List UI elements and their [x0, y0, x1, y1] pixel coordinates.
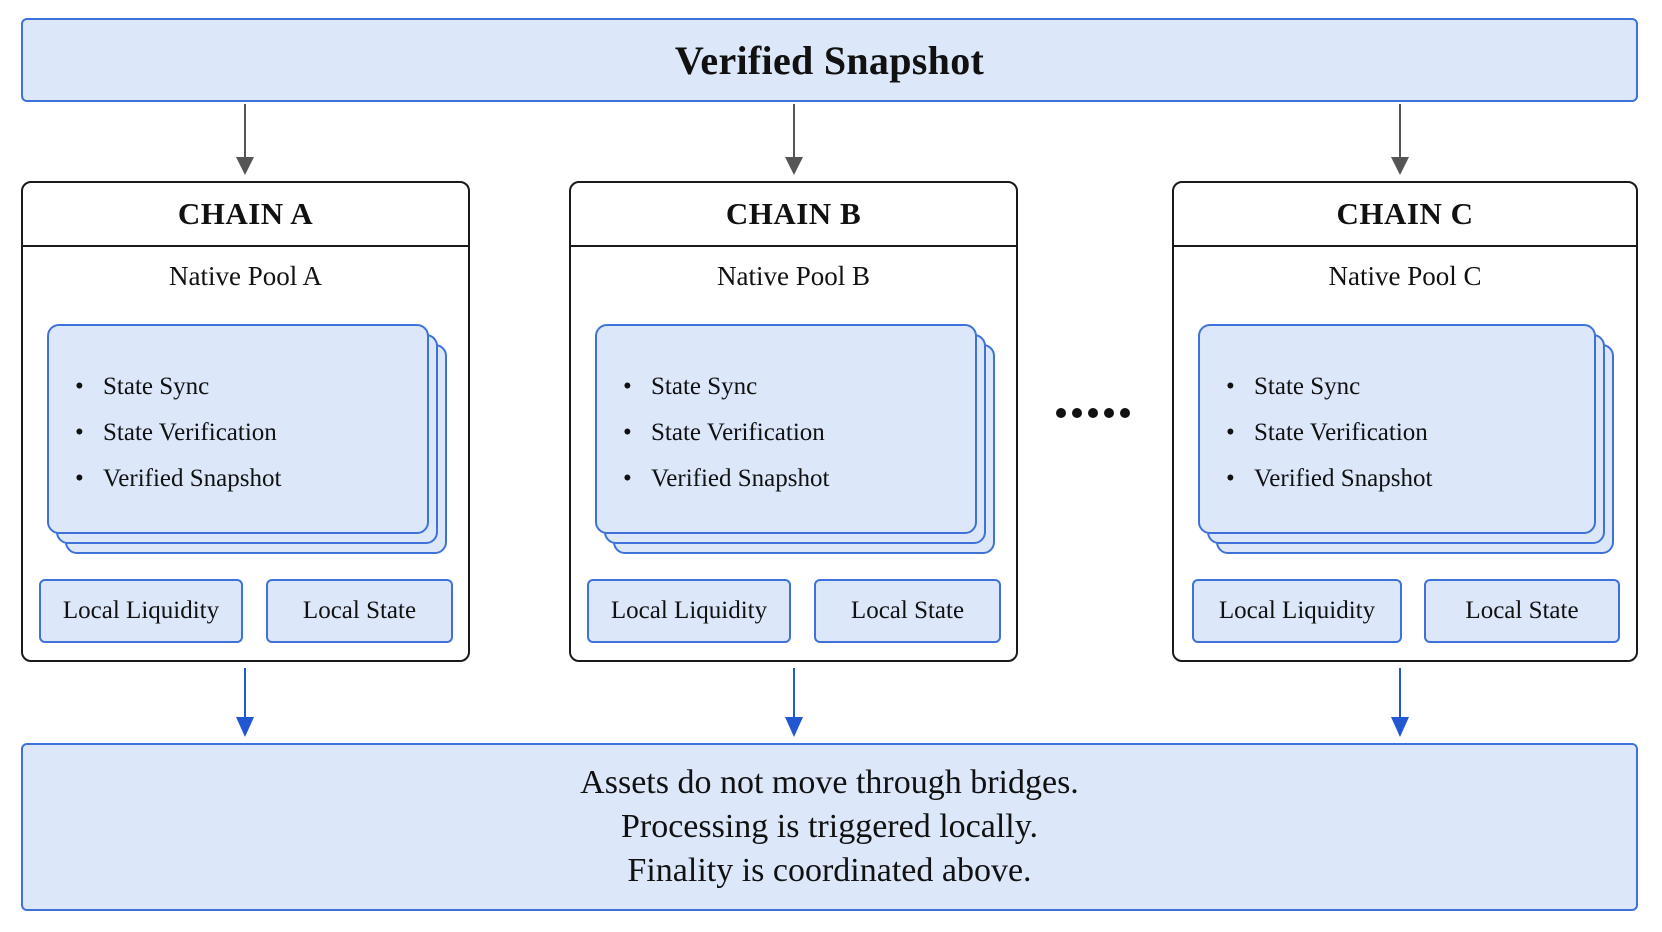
- chain-a-process-stack: •State Sync •State Verification •Verifie…: [47, 324, 447, 560]
- chain-b-local-state: Local State: [814, 579, 1001, 643]
- chain-c-process-stack: •State Sync •State Verification •Verifie…: [1198, 324, 1618, 560]
- arrow-from-chain-b: [784, 668, 804, 737]
- chain-b-bullet-list: •State Sync •State Verification •Verifie…: [623, 364, 829, 502]
- bottom-banner-line: Assets do not move through bridges.: [580, 764, 1079, 801]
- bullet-item: •State Sync: [623, 373, 758, 400]
- top-banner-title: Verified Snapshot: [674, 37, 985, 83]
- chain-b-header: CHAIN B: [571, 183, 1016, 247]
- bottom-banner: Assets do not move through bridges. Proc…: [21, 743, 1638, 911]
- bottom-banner-line: Finality is coordinated above.: [627, 852, 1032, 889]
- chain-b-process-stack: •State Sync •State Verification •Verifie…: [595, 324, 995, 560]
- chain-a-box: CHAIN A Native Pool A •State Sync •State…: [21, 181, 470, 662]
- bullet-item: •State Verification: [1226, 419, 1428, 446]
- chain-b-pool-title: Native Pool B: [717, 261, 870, 291]
- arrow-to-chain-b: [784, 104, 804, 175]
- chain-c-box: CHAIN C Native Pool C •State Sync •State…: [1172, 181, 1638, 662]
- stacked-card-front: •State Sync •State Verification •Verifie…: [595, 324, 977, 534]
- stacked-card-front: •State Sync •State Verification •Verifie…: [1198, 324, 1596, 534]
- arrow-from-chain-a: [235, 668, 255, 737]
- bullet-item: •State Sync: [1226, 373, 1361, 400]
- bullet-item: •State Sync: [75, 373, 210, 400]
- chain-c-local-liquidity: Local Liquidity: [1192, 579, 1402, 643]
- bullet-item: •State Verification: [75, 419, 277, 446]
- top-banner: Verified Snapshot: [21, 18, 1638, 102]
- chain-c-pool-title: Native Pool C: [1328, 261, 1482, 291]
- chain-c-local-state: Local State: [1424, 579, 1620, 643]
- chain-c-bullet-list: •State Sync •State Verification •Verifie…: [1226, 364, 1432, 502]
- chain-c-header: CHAIN C: [1174, 183, 1636, 247]
- chain-b-local-liquidity: Local Liquidity: [587, 579, 791, 643]
- chain-b-box: CHAIN B Native Pool B •State Sync •State…: [569, 181, 1018, 662]
- chain-a-local-state: Local State: [266, 579, 453, 643]
- stacked-card-front: •State Sync •State Verification •Verifie…: [47, 324, 429, 534]
- chain-a-pool-title: Native Pool A: [169, 261, 322, 291]
- bullet-item: •State Verification: [623, 419, 825, 446]
- bullet-item: •Verified Snapshot: [75, 465, 282, 492]
- arrow-to-chain-c: [1390, 104, 1410, 175]
- arrow-to-chain-a: [235, 104, 255, 175]
- chain-a-bullet-list: •State Sync •State Verification •Verifie…: [75, 364, 281, 502]
- bullet-item: •Verified Snapshot: [1226, 465, 1433, 492]
- chain-a-header: CHAIN A: [23, 183, 468, 247]
- arrow-from-chain-c: [1390, 668, 1410, 737]
- chain-a-local-liquidity: Local Liquidity: [39, 579, 243, 643]
- more-chains-ellipsis: [1048, 388, 1138, 438]
- bottom-banner-line: Processing is triggered locally.: [620, 808, 1039, 845]
- bullet-item: •Verified Snapshot: [623, 465, 830, 492]
